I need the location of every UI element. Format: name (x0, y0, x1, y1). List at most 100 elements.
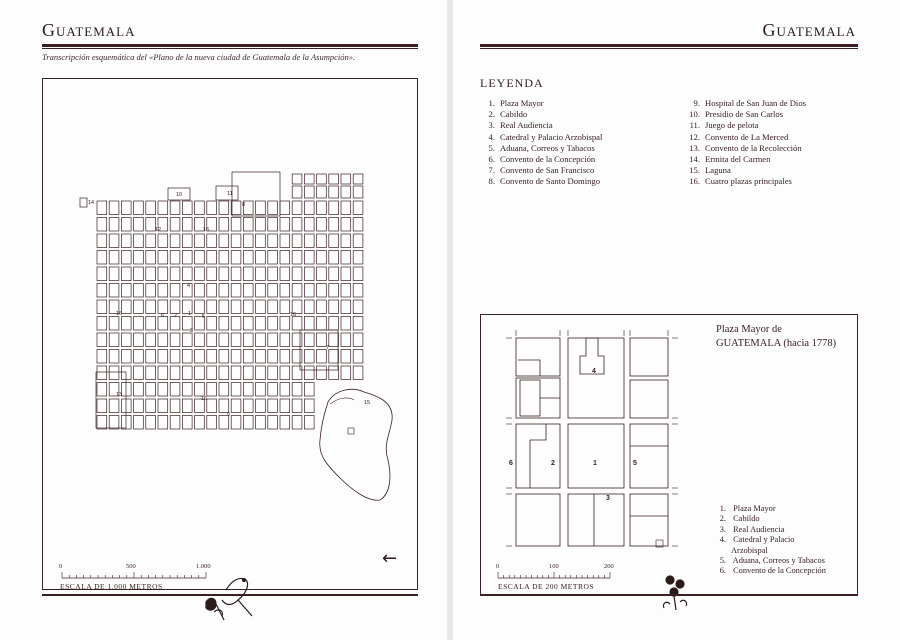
city-block (218, 415, 230, 430)
city-block (243, 398, 254, 413)
city-block (108, 365, 120, 380)
city-block (157, 250, 169, 265)
scale-tick-label: 0 (59, 563, 63, 570)
city-block (255, 233, 266, 248)
city-block (182, 200, 193, 215)
flower-emblem-icon (662, 575, 688, 611)
city-block (340, 365, 352, 380)
city-block (279, 415, 291, 430)
city-block (194, 365, 205, 380)
city-block (145, 299, 156, 314)
city-block (267, 398, 278, 413)
city-block (218, 250, 230, 265)
city-map: 14 10 11 8 12 16 4 16 6 2 1 5 3 16 7 13 … (61, 171, 397, 621)
city-block (218, 398, 230, 413)
map-label: 16 (116, 311, 122, 317)
inset-scale-tick-label: 0 (496, 563, 500, 570)
legend-item: 7.Convento de San Francisco (488, 165, 595, 176)
city-block (206, 250, 217, 265)
city-block (255, 415, 266, 430)
city-block (279, 382, 291, 397)
city-block (157, 349, 169, 364)
city-block (96, 283, 108, 298)
city-block (133, 398, 144, 413)
city-block (316, 266, 327, 281)
city-block (279, 266, 291, 281)
city-block (218, 283, 230, 298)
map-label: 3 (190, 328, 193, 334)
city-block (121, 200, 132, 215)
city-block (96, 316, 108, 331)
city-block (182, 266, 193, 281)
city-block (340, 283, 352, 298)
legend-item: 3.Real Audiencia (488, 120, 553, 131)
city-block (304, 266, 315, 281)
city-block (304, 299, 315, 314)
city-block (279, 365, 291, 380)
city-block (328, 365, 339, 380)
city-block (304, 365, 315, 380)
city-block (243, 365, 254, 380)
city-block (328, 299, 339, 314)
city-block (279, 250, 291, 265)
inset-legend-item: Arzobispal (731, 545, 768, 555)
city-block (352, 349, 364, 364)
city-block (255, 200, 266, 215)
city-block (145, 398, 156, 413)
city-block (291, 217, 303, 232)
city-block (95, 371, 127, 429)
city-block (121, 266, 132, 281)
city-block (316, 250, 327, 265)
city-block (133, 349, 144, 364)
city-block (157, 415, 169, 430)
city-block (291, 349, 303, 364)
city-block (206, 217, 217, 232)
inset-scale-label: ESCALA DE 200 METROS (498, 582, 595, 591)
city-block (243, 349, 254, 364)
city-block (206, 266, 217, 281)
legend-item: 5.Aduana, Correos y Tabacos (488, 142, 595, 153)
scale-tick-label: 500 (126, 563, 136, 570)
left-footer-rule (42, 594, 418, 596)
inset-scale-tick-label: 100 (549, 563, 559, 570)
city-block (206, 398, 217, 413)
city-block (157, 365, 169, 380)
city-block (169, 233, 181, 248)
legend-item: 9.Hospital de San Juan de Dios (693, 98, 806, 108)
city-block (157, 332, 169, 347)
city-block (291, 382, 303, 397)
inset-label: 1 (593, 460, 597, 467)
city-block (328, 332, 339, 347)
city-block (194, 200, 205, 215)
city-block (182, 415, 193, 430)
inset-label: 4 (592, 368, 596, 375)
city-block (316, 233, 327, 248)
city-block (145, 250, 156, 265)
city-block (340, 185, 352, 199)
city-block (230, 233, 242, 248)
city-block (304, 217, 315, 232)
city-block (243, 316, 254, 331)
city-block (96, 398, 108, 413)
city-block (291, 185, 303, 199)
map-label: 11 (227, 191, 233, 197)
city-block (96, 299, 108, 314)
city-block (145, 415, 156, 430)
city-block (108, 415, 120, 430)
inset-label: 2 (551, 460, 555, 467)
city-block (133, 233, 144, 248)
city-block (145, 382, 156, 397)
city-block (182, 233, 193, 248)
city-block (230, 332, 242, 347)
city-block (267, 349, 278, 364)
city-block (218, 349, 230, 364)
map-label: 13 (116, 392, 122, 398)
north-arrow-icon: ← (382, 548, 397, 569)
city-block (194, 398, 205, 413)
city-block (218, 365, 230, 380)
city-block (304, 398, 315, 413)
legend-title: LEYENDA (480, 76, 544, 90)
city-block (169, 250, 181, 265)
city-block (291, 266, 303, 281)
city-block (291, 365, 303, 380)
